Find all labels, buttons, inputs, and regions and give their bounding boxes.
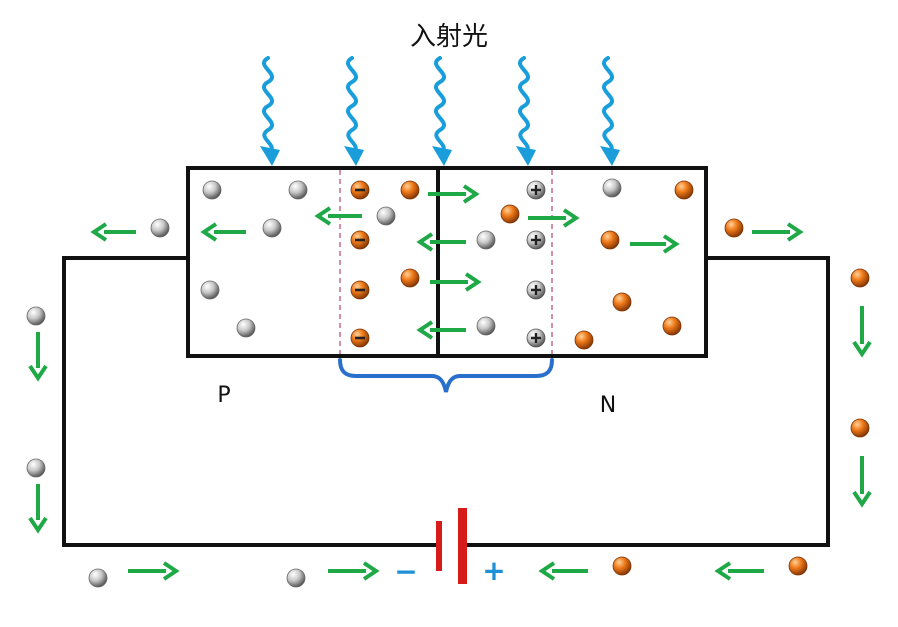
negative-ion-icon — [350, 230, 370, 250]
hole-particle-icon — [202, 180, 222, 200]
p-region-label: P — [217, 383, 230, 408]
hole-particle-icon — [88, 568, 108, 588]
hole-particle-icon — [476, 230, 496, 250]
hole-particle-icon — [262, 218, 282, 238]
pn-junction-block — [186, 166, 708, 358]
wavy-light-ray-icon — [598, 56, 622, 168]
green-arrow-icon — [630, 234, 680, 254]
electron-particle-icon — [850, 418, 870, 438]
incident-light-title: 入射光 — [410, 22, 488, 52]
battery-positive-sign: + — [482, 554, 505, 587]
hole-particle-icon — [286, 568, 306, 588]
green-arrow-icon — [90, 222, 136, 242]
green-arrow-icon — [200, 222, 246, 242]
green-arrow-icon — [714, 561, 764, 581]
hole-particle-icon — [26, 306, 46, 326]
hole-particle-icon — [288, 180, 308, 200]
green-arrow-icon — [430, 272, 482, 292]
positive-ion-icon — [526, 280, 546, 300]
hole-particle-icon — [376, 206, 396, 226]
electron-particle-icon — [662, 316, 682, 336]
hole-particle-icon — [150, 218, 170, 238]
electron-particle-icon — [500, 204, 520, 224]
green-arrow-icon — [314, 206, 362, 226]
positive-ion-icon — [526, 180, 546, 200]
battery-positive-plate — [458, 508, 467, 584]
carrier-flow-arrows — [28, 184, 872, 581]
green-arrow-icon — [28, 332, 48, 382]
battery-negative-sign: − — [394, 555, 417, 588]
wavy-light-ray-icon — [342, 56, 366, 168]
battery-negative-plate — [436, 521, 442, 571]
electron-particle-icon — [788, 556, 808, 576]
electron-particle-icon — [724, 218, 744, 238]
green-arrow-icon — [128, 561, 180, 581]
depletion-ions — [350, 180, 546, 348]
green-arrow-icon — [328, 561, 380, 581]
electron-particle-icon — [400, 268, 420, 288]
positive-ion-icon — [526, 230, 546, 250]
positive-ion-icon — [526, 328, 546, 348]
negative-ion-icon — [350, 280, 370, 300]
electron-particle-icon — [850, 268, 870, 288]
circuit-wire — [62, 256, 436, 547]
electron-particle-icon — [574, 330, 594, 350]
wavy-light-ray-icon — [430, 56, 454, 168]
hole-particle-icon — [602, 178, 622, 198]
hole-particle-icon — [26, 458, 46, 478]
green-arrow-icon — [28, 484, 48, 534]
hole-particle-icon — [200, 280, 220, 300]
depletion-region-bracket — [338, 358, 554, 393]
wavy-light-ray-icon — [514, 56, 538, 168]
hole-particle-icon — [476, 316, 496, 336]
electron-particle-icon — [600, 230, 620, 250]
negative-ion-icon — [350, 328, 370, 348]
green-arrow-icon — [416, 232, 466, 252]
green-arrow-icon — [852, 456, 872, 508]
incident-light-rays — [258, 56, 622, 168]
charge-carriers — [26, 178, 870, 588]
n-region-label: N — [600, 393, 616, 418]
electron-particle-icon — [612, 556, 632, 576]
wavy-light-ray-icon — [258, 56, 282, 168]
negative-ion-icon — [350, 180, 370, 200]
hole-particle-icon — [236, 318, 256, 338]
green-arrow-icon — [416, 320, 466, 340]
green-arrow-icon — [538, 561, 588, 581]
electron-particle-icon — [400, 180, 420, 200]
green-arrow-icon — [752, 222, 804, 242]
green-arrow-icon — [852, 306, 872, 358]
green-arrow-icon — [528, 208, 580, 228]
electron-particle-icon — [612, 292, 632, 312]
circuit-wire-right — [466, 256, 830, 547]
electron-particle-icon — [674, 180, 694, 200]
green-arrow-icon — [428, 184, 480, 204]
